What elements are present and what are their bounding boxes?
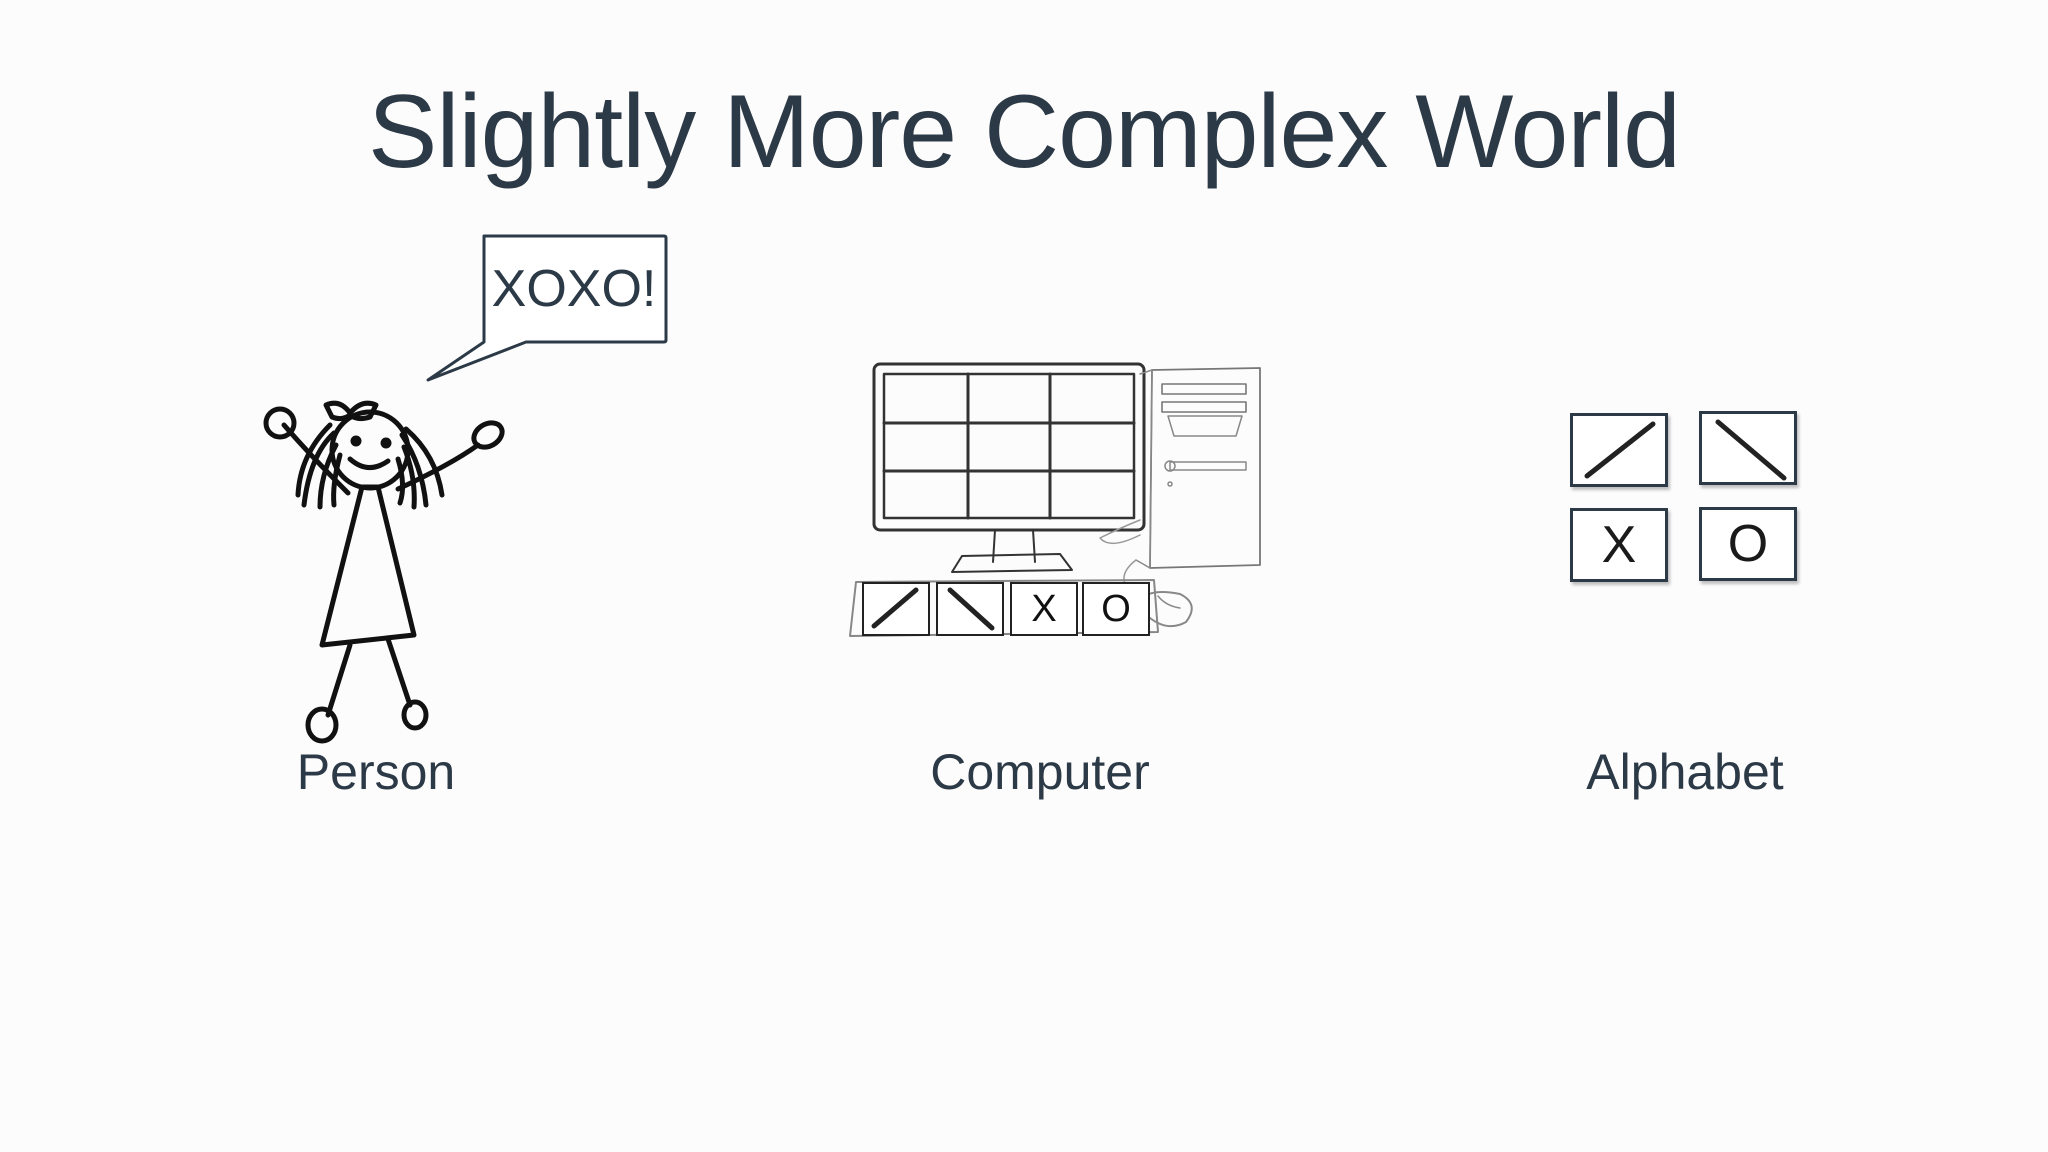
computer-caption: Computer [930, 744, 1150, 800]
key-o: O [1082, 582, 1150, 636]
alphabet-tile-x-label: X [1601, 516, 1637, 574]
speech-text: XOXO! [491, 260, 657, 318]
alphabet-tile-slash [1570, 413, 1668, 487]
person-caption: Person [296, 744, 456, 800]
speech-bubble [426, 234, 668, 382]
desktop-computer-icon [849, 362, 1261, 637]
key-o-label: O [1101, 587, 1131, 630]
alphabet-caption: Alphabet [1586, 744, 1784, 800]
stick-figure-girl-icon [263, 400, 505, 744]
key-backslash [936, 582, 1004, 636]
key-x-label: X [1031, 587, 1057, 630]
key-slash [862, 582, 930, 636]
key-x: X [1010, 582, 1078, 636]
alphabet-tile-x: X [1570, 508, 1668, 582]
alphabet-tile-o: O [1699, 507, 1797, 581]
alphabet-tile-o-label: O [1727, 515, 1769, 573]
alphabet-tile-backslash [1699, 411, 1797, 485]
slide-title: Slightly More Complex World [368, 74, 1681, 190]
